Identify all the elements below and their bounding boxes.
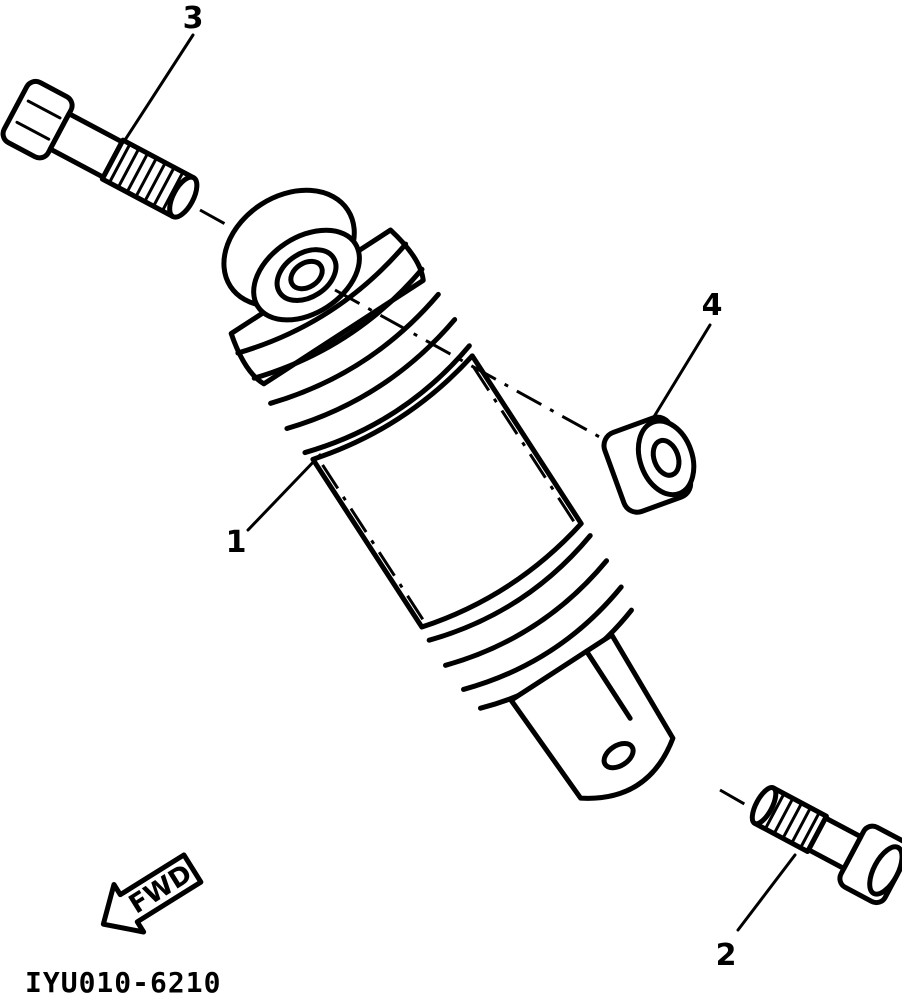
callout-4: 4: [702, 288, 723, 323]
centerline-bolt-top: [199, 208, 237, 232]
callout-3: 3: [183, 1, 204, 36]
leader-1: [246, 453, 322, 532]
bolt-top-left: [0, 78, 200, 220]
bolt-bottom-right: [749, 785, 902, 906]
shock-absorber: [221, 187, 676, 801]
part-code: IYU010-6210: [25, 966, 221, 993]
flange-nut: [601, 414, 697, 515]
leader-4: [650, 323, 712, 422]
callout-1: 1: [226, 525, 247, 560]
leader-2: [736, 853, 797, 932]
forward-arrow-icon: FWD: [100, 852, 204, 935]
centerline-bolt-bottom: [719, 788, 756, 812]
leader-3: [123, 33, 195, 142]
callout-2: 2: [716, 938, 737, 973]
